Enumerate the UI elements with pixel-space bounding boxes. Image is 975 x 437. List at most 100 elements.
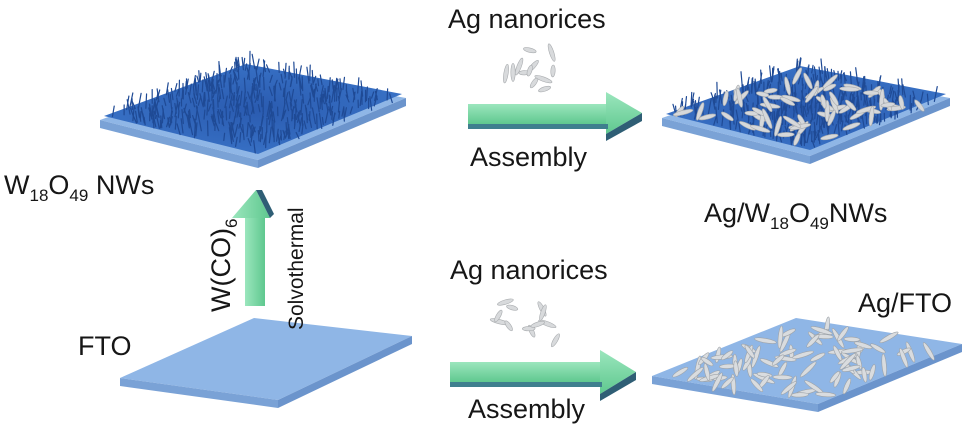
nanowire-strand bbox=[901, 78, 904, 96]
ag-nanorice bbox=[733, 360, 739, 377]
nanowire-strand bbox=[170, 116, 173, 126]
ag-nanorice bbox=[779, 348, 797, 357]
nanowire-strand bbox=[926, 93, 929, 106]
ag-nanorice bbox=[721, 350, 734, 361]
ag-nanorice bbox=[815, 391, 836, 398]
nanowire-strand bbox=[365, 86, 368, 102]
nanowire-strand bbox=[191, 97, 196, 108]
nanowire-strand bbox=[781, 100, 786, 114]
nanowire-strand bbox=[196, 84, 200, 100]
nanowire-strand bbox=[247, 138, 252, 147]
ag-nanorice bbox=[777, 132, 795, 138]
nanowire-strand bbox=[807, 106, 810, 115]
nanowire-strand bbox=[262, 59, 266, 73]
nanowire-strand bbox=[735, 109, 739, 121]
nanowire-strand bbox=[839, 70, 843, 80]
nanowire-strand bbox=[154, 98, 157, 115]
nanowire-strand bbox=[217, 108, 222, 119]
ag-nanorice bbox=[754, 337, 777, 344]
nanowire-strand bbox=[193, 123, 196, 139]
nanowire-strand bbox=[840, 120, 844, 132]
nanowire-strand bbox=[156, 88, 160, 103]
ag-nanorice bbox=[820, 133, 839, 141]
nanowire-strand bbox=[334, 78, 339, 94]
bottom-process-label: Assembly bbox=[468, 394, 586, 424]
ag-nanorice bbox=[696, 102, 705, 121]
nanowire-strand bbox=[282, 129, 287, 139]
nanowire-strand bbox=[809, 119, 812, 135]
nanowire-strand bbox=[183, 107, 188, 117]
nanowire-strand bbox=[260, 112, 264, 126]
nanowire-strand bbox=[155, 114, 160, 129]
ag-nanorice bbox=[870, 343, 886, 354]
nanowire-strand bbox=[257, 104, 261, 113]
nanowire-strand bbox=[328, 95, 331, 104]
nanowire-strand bbox=[241, 56, 245, 71]
nanowire-strand bbox=[187, 114, 190, 128]
nanowire-strand bbox=[206, 80, 209, 89]
nanowire-strand bbox=[221, 88, 225, 100]
nanowire-strand bbox=[729, 120, 731, 129]
nanowire-strand bbox=[253, 140, 256, 154]
ag-nanorice bbox=[914, 99, 925, 112]
ag-nanorice bbox=[841, 365, 861, 372]
nanowire-strand bbox=[229, 100, 234, 112]
nanowire-strand bbox=[814, 73, 817, 83]
nanowire-strand bbox=[246, 101, 249, 116]
ag-nanorice bbox=[790, 392, 809, 398]
nanowire-strand bbox=[287, 131, 290, 140]
nanowire-strand bbox=[750, 78, 753, 93]
ag-nanorice bbox=[539, 304, 547, 321]
nanowire-strand bbox=[161, 108, 164, 124]
ag-nanorice bbox=[514, 57, 524, 76]
nanowire-strand bbox=[321, 116, 324, 125]
nanowire-strand bbox=[198, 70, 201, 83]
nanowire-strand bbox=[239, 90, 243, 106]
nanowire-strand bbox=[295, 131, 300, 140]
nanowire-strand bbox=[180, 118, 184, 134]
nanowire-strand bbox=[231, 121, 236, 138]
nanowire-strand bbox=[242, 124, 245, 141]
solvothermal-arrow bbox=[232, 190, 274, 306]
nanowire-strand bbox=[912, 90, 916, 100]
ag-nanorice bbox=[547, 43, 556, 62]
nanowire-strand bbox=[207, 86, 210, 102]
nanowire-strand bbox=[208, 74, 212, 87]
nanowire-strand bbox=[285, 99, 290, 112]
ag-nanorice bbox=[839, 353, 856, 370]
ag-nanorice bbox=[784, 76, 791, 96]
nanowire-strand bbox=[766, 80, 771, 90]
nanowire-strand bbox=[295, 111, 300, 120]
nanowire-strand bbox=[672, 103, 676, 113]
nanowire-strand bbox=[192, 86, 196, 99]
ag-nanorice bbox=[880, 102, 896, 108]
nanowire-strand bbox=[276, 128, 279, 142]
nanowire-strand bbox=[386, 88, 389, 101]
nanowire-strand bbox=[253, 77, 256, 87]
nanowire-strand bbox=[152, 114, 155, 129]
nanowire-strand bbox=[246, 63, 251, 80]
nanowire-strand bbox=[155, 105, 159, 118]
nanowire-strand bbox=[212, 89, 216, 98]
nanowire-strand bbox=[758, 72, 763, 88]
w18o49-nanowire-substrate bbox=[100, 50, 406, 168]
nanowire-strand bbox=[199, 72, 202, 82]
ag-nanorice bbox=[687, 367, 704, 382]
nanowire-strand bbox=[889, 87, 894, 99]
nanowire-strand bbox=[343, 106, 345, 122]
nanowire-strand bbox=[259, 133, 262, 143]
nanowire-strand bbox=[137, 92, 142, 110]
nanowire-strand bbox=[357, 77, 360, 94]
nanowire-strand bbox=[185, 80, 187, 90]
nanowire-strand bbox=[312, 75, 317, 84]
nanowire-strand bbox=[691, 98, 695, 107]
nanowire-strand bbox=[806, 102, 809, 111]
nanowire-strand bbox=[205, 80, 208, 92]
nanowire-strand bbox=[810, 77, 815, 90]
nanowire-strand bbox=[268, 113, 272, 126]
ag-nanorice bbox=[839, 86, 860, 92]
nanowire-strand bbox=[269, 74, 273, 84]
nanowire-strand bbox=[250, 127, 254, 143]
nanowire-strand bbox=[797, 74, 802, 85]
nanowire-strand bbox=[236, 59, 240, 70]
